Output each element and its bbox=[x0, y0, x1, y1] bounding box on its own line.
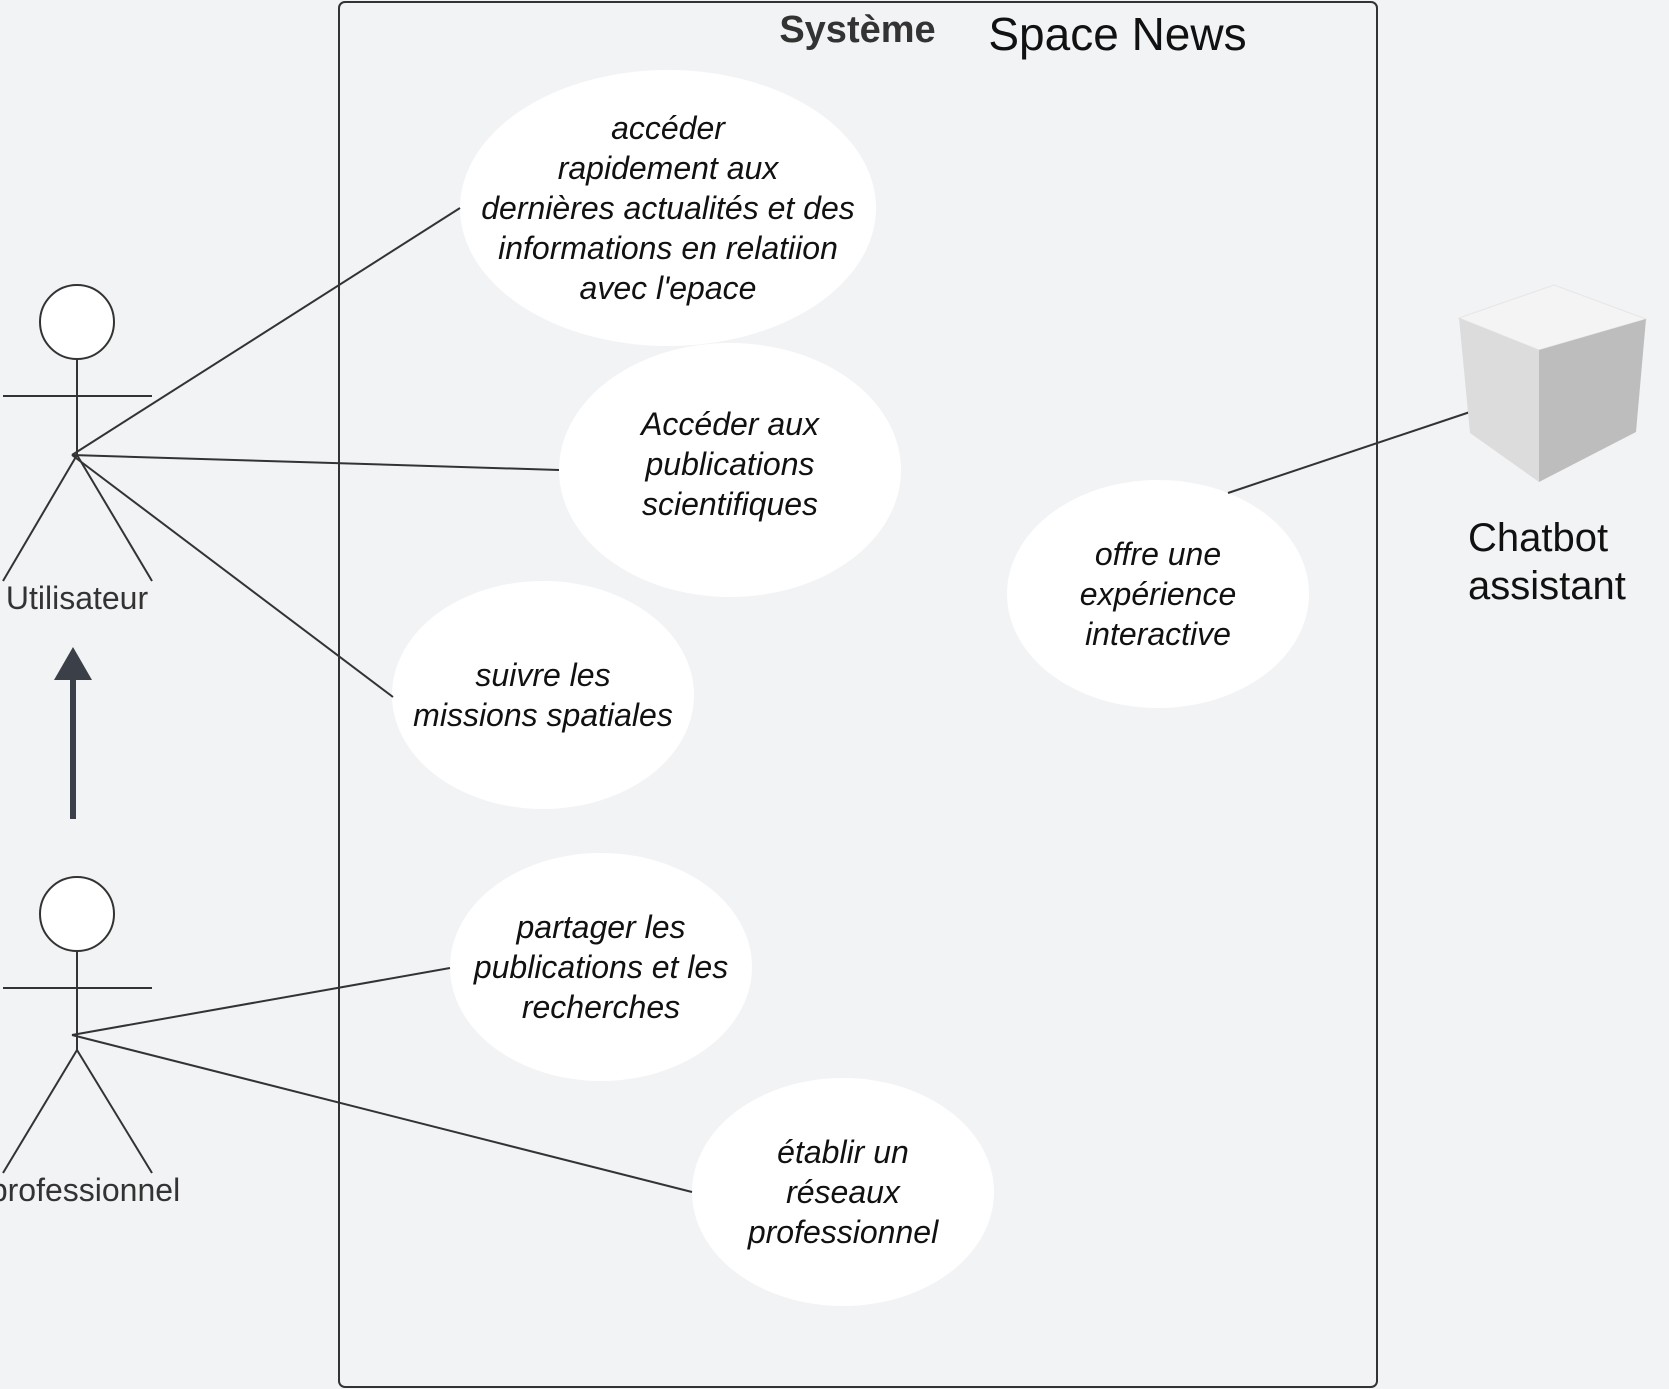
association-utilisateur-pubs bbox=[71, 454, 560, 471]
use-case-ellipse-missions[interactable] bbox=[392, 581, 694, 809]
association-utilisateur-missions bbox=[71, 454, 394, 698]
use-case-label-pubs: Accéder aux publications scientifiques bbox=[641, 406, 819, 522]
use-case-label-interactive: offre une expérience interactive bbox=[1079, 536, 1237, 652]
use-case-ellipse-pubs[interactable] bbox=[559, 343, 901, 597]
use-case-label-share: partager les publications et les recherc… bbox=[473, 909, 729, 1025]
system-boundary bbox=[338, 1, 1378, 1388]
actor-utilisateur[interactable] bbox=[2, 284, 153, 582]
use-case-ellipse-news[interactable] bbox=[460, 70, 876, 346]
actor-professionnel-head bbox=[39, 876, 115, 952]
actor-label-professionnel: professionnel bbox=[0, 1172, 181, 1208]
association-chatbot-interactive bbox=[1227, 411, 1471, 494]
association-professionnel-share bbox=[71, 967, 451, 1036]
generalization-arrow bbox=[54, 647, 92, 819]
use-case-label-missions: suivre les missions spatiales bbox=[413, 657, 673, 733]
use-case-label-network: établir un réseaux professionnel bbox=[747, 1134, 939, 1250]
system-title: Space News bbox=[988, 8, 1247, 60]
chatbot-cube-icon[interactable] bbox=[1457, 284, 1648, 482]
use-case-label-news: accéder rapidement aux dernières actuali… bbox=[481, 110, 855, 306]
use-case-ellipse-network[interactable] bbox=[692, 1078, 994, 1306]
actor-professionnel[interactable] bbox=[2, 876, 153, 1174]
use-case-ellipse-share[interactable] bbox=[450, 853, 752, 1081]
actor-label-utilisateur: Utilisateur bbox=[5, 580, 149, 616]
use-case-ellipse-interactive[interactable] bbox=[1007, 480, 1309, 708]
actor-utilisateur-head bbox=[39, 284, 115, 360]
actor-label-chatbot: Chatbot assistant bbox=[1468, 516, 1626, 608]
association-utilisateur-news bbox=[71, 207, 461, 456]
association-professionnel-network bbox=[71, 1034, 693, 1193]
system-keyword: Système bbox=[779, 9, 936, 51]
